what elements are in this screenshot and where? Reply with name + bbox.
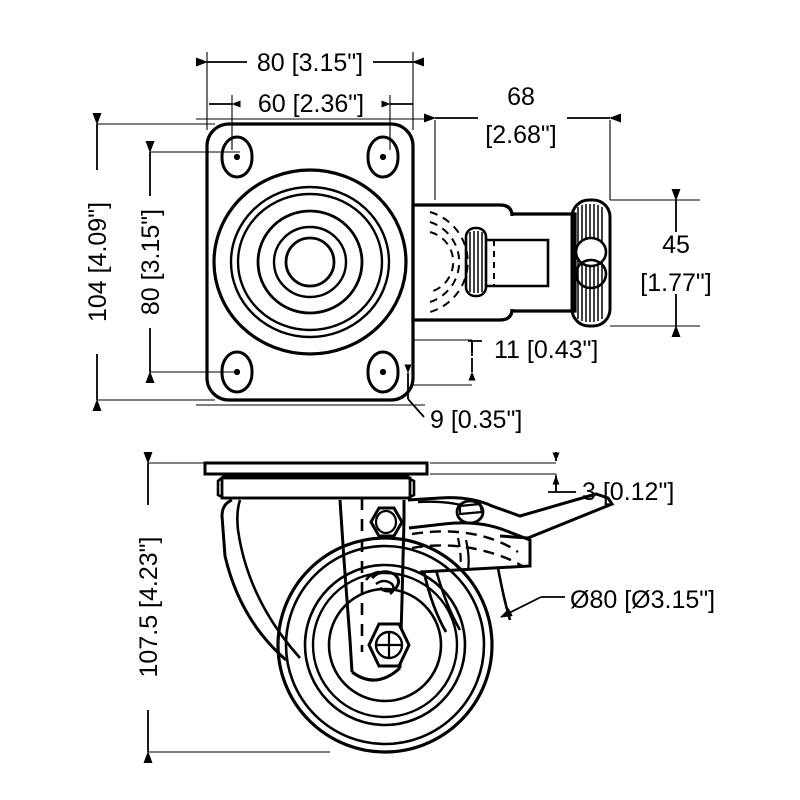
brake-shoe-hidden-3 <box>456 537 462 571</box>
dim-wheel-diameter-label: Ø80 [Ø3.15"] <box>570 586 715 614</box>
brake-lever-arm <box>407 492 615 540</box>
wheel-rim-outer <box>303 563 467 727</box>
brake-shoe-hidden-1 <box>411 530 519 553</box>
fork-bottom-curve <box>351 666 402 682</box>
swivel-raceway-rings <box>212 168 408 356</box>
bolt-hole-bottom-right <box>366 350 400 394</box>
brake-stem-collar <box>464 226 488 298</box>
wheel-rim-inner <box>311 571 459 719</box>
brake-shoe-edge <box>464 539 470 571</box>
swivel-ring-4 <box>256 209 364 315</box>
swivel-ring-5 <box>272 225 348 299</box>
bolt-hole-center-mark-bl <box>233 368 241 376</box>
bolt-hole-top-right <box>366 135 400 179</box>
dim-hole-long <box>468 340 482 381</box>
side-brake-view <box>411 120 700 386</box>
dim-plate-thickness <box>548 452 576 493</box>
dim-overall-height-label: 107.5 [4.23"] <box>135 537 163 678</box>
brake-stem-collar-ribs <box>469 231 483 293</box>
wheel <box>276 536 494 754</box>
hidden-swivel-arcs <box>429 211 469 313</box>
kingpin-hex-inner <box>374 509 398 535</box>
brake-shoe-arm-right <box>434 569 462 631</box>
swivel-ring-2 <box>229 185 391 339</box>
axle-hex-nut <box>367 622 411 668</box>
wheel-tread-inner <box>284 544 486 746</box>
brake-lever-pivot-plate <box>458 502 484 516</box>
dim-hole-long-label: 11 [0.43"] <box>494 336 598 364</box>
dim-wheel-diameter <box>500 596 565 618</box>
dim-plate-thickness-label: 3 [0.12"] <box>582 478 674 506</box>
brake-shoe-body <box>408 521 532 574</box>
dim-brake-height-inch-label: [1.77"] <box>640 269 711 297</box>
fork-center-edge <box>338 499 354 673</box>
brake-lever-assembly <box>407 492 615 633</box>
dim-brake-depth-label: 68 <box>507 83 535 111</box>
brake-cam-inner <box>375 579 395 595</box>
dim-hole-short <box>404 364 425 418</box>
bolt-hole-bottom-left <box>220 350 254 394</box>
side-view-extension-lines <box>413 120 700 386</box>
top-view-dimensions: 80 [3.15"] 60 [2.36"] 104 [4.09"] 80 [3.… <box>84 49 424 411</box>
brake-housing-outline <box>411 203 577 322</box>
dim-plate-width-label: 80 [3.15"] <box>257 49 363 77</box>
elevation-mounting-plate <box>203 461 429 476</box>
swivel-ring-outer <box>212 168 408 356</box>
dim-bolt-length-label: 80 [3.15"] <box>137 209 165 315</box>
brake-pedal-outline <box>570 198 612 328</box>
brake-pedal-pad <box>570 198 612 328</box>
brake-shoe-arm-left <box>422 571 448 633</box>
bolt-hole-center-mark-tr <box>379 153 387 161</box>
brake-stem-block <box>464 226 550 298</box>
bolt-hole-center-mark-tl <box>233 153 241 161</box>
dim-bolt-width-label: 60 [2.36"] <box>258 90 364 118</box>
fork-left-leg-inner <box>236 499 301 659</box>
brake-pedal-boss-lower <box>574 258 608 290</box>
brake-shoe-hidden-2 <box>411 544 523 568</box>
swivel-ring-hub <box>284 236 336 288</box>
bolt-holes <box>220 135 400 394</box>
fork-left-leg-outer <box>220 498 287 662</box>
elevation-view <box>148 461 615 754</box>
swivel-ring-3 <box>236 192 384 332</box>
brake-pedal-boss-upper <box>574 236 608 268</box>
kingpin-hex-nut <box>369 506 404 538</box>
dim-plate-length-label: 104 [4.09"] <box>84 202 112 322</box>
wheel-hub-ring <box>327 587 443 703</box>
dim-brake-depth-inch-label: [2.68"] <box>485 121 556 149</box>
bolt-hole-center-mark-br <box>379 368 387 376</box>
elevation-race-body <box>220 476 412 500</box>
bolt-hole-top-left <box>220 135 254 179</box>
dim-brake-height-label: 45 <box>662 231 690 259</box>
wheel-outer-tread <box>276 536 494 754</box>
brake-stem-body <box>486 238 550 288</box>
dim-hole-short-label: 9 [0.35"] <box>430 406 522 434</box>
